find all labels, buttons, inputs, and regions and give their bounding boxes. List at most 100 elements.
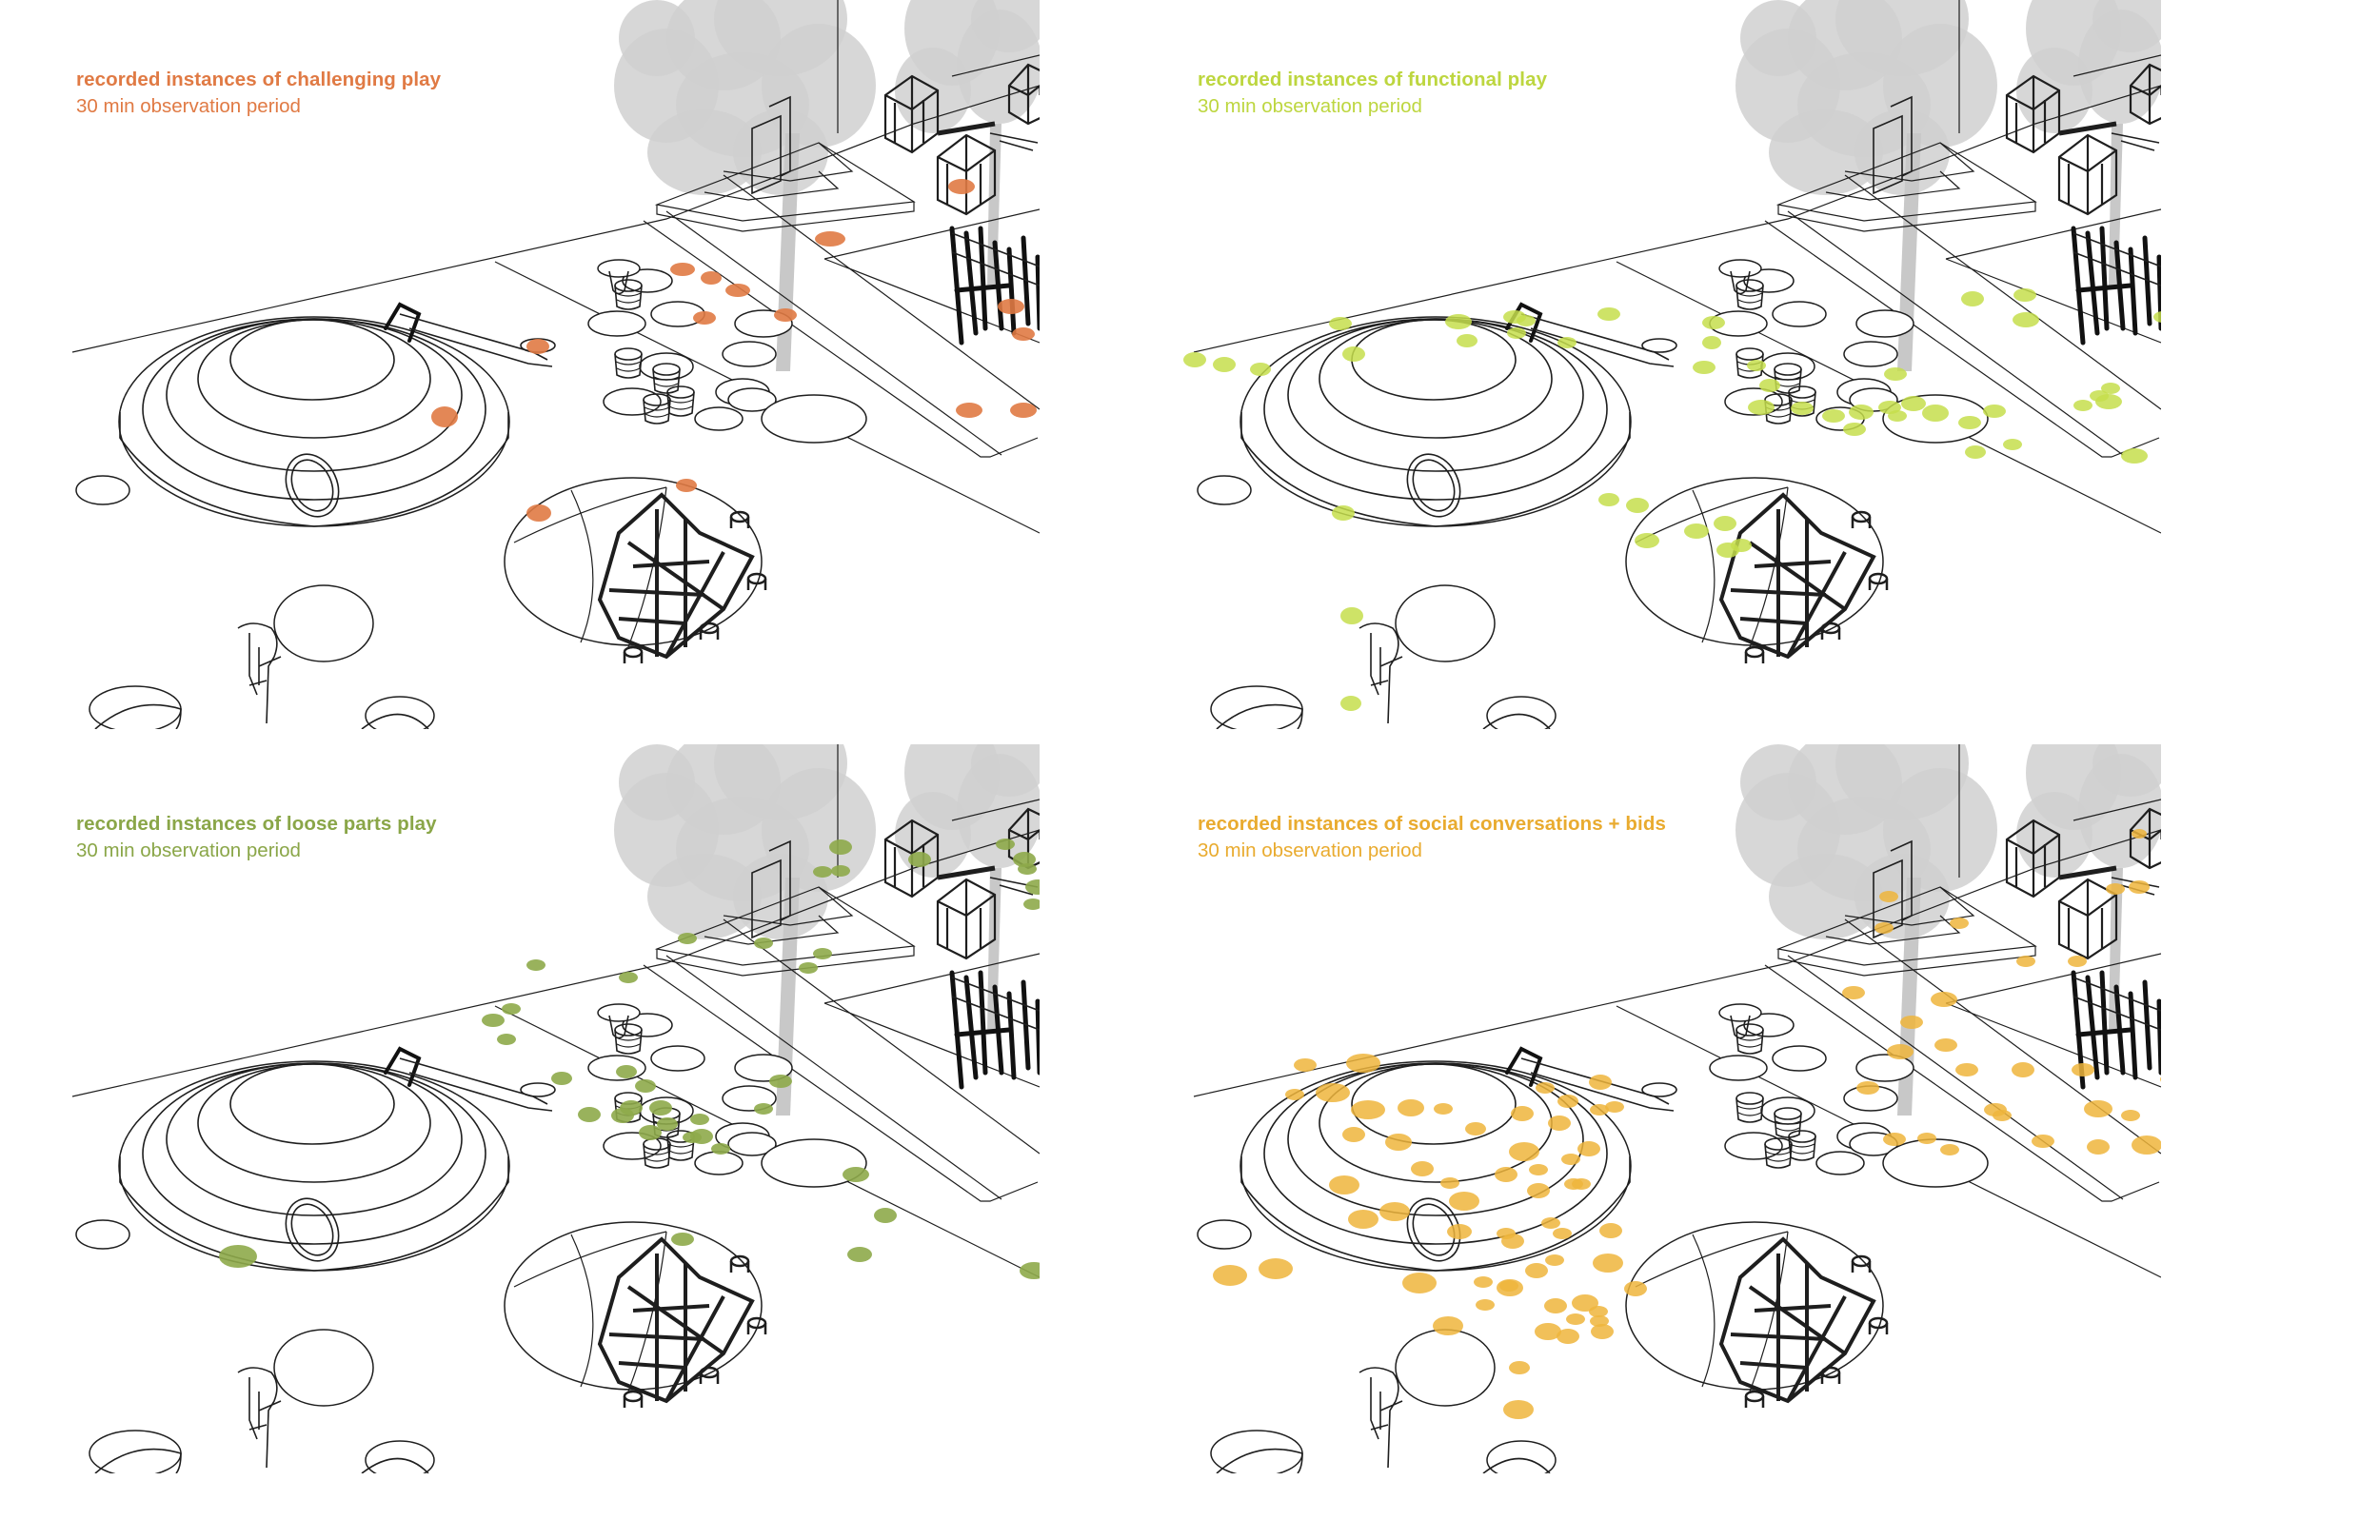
observation-dot — [1589, 1075, 1612, 1090]
tool-sculpture — [237, 622, 282, 724]
observation-dot — [2132, 1135, 2161, 1155]
observation-dot — [551, 1072, 572, 1085]
wall-panel — [1873, 839, 1913, 939]
panel-title: recorded instances of loose parts play — [76, 813, 437, 835]
site-drawing — [1193, 0, 2161, 729]
observation-dot — [1465, 1122, 1486, 1135]
observation-dot — [1548, 1116, 1571, 1131]
observation-dots-layer — [431, 179, 1037, 522]
stumps — [614, 279, 695, 424]
observation-dot — [1553, 1228, 1572, 1239]
observation-dot — [1544, 1298, 1567, 1313]
wall-panel — [751, 95, 791, 195]
observation-dot — [1593, 1254, 1623, 1273]
observation-dot — [683, 1132, 702, 1143]
tool-sculpture — [237, 1367, 282, 1469]
observation-dot — [711, 1143, 730, 1155]
observation-dot — [1597, 307, 1620, 321]
observation-dot — [1440, 1177, 1459, 1189]
observation-dot — [1874, 922, 1894, 934]
climbing-dome — [504, 1221, 767, 1408]
observation-dot — [2068, 956, 2087, 967]
observation-dot — [1536, 1082, 1555, 1094]
observation-dot — [1010, 403, 1037, 418]
climbing-dome — [504, 477, 767, 663]
observation-dot — [1599, 1223, 1622, 1238]
panel-challenging-play: recorded instances of challenging play 3… — [0, 0, 1040, 729]
panel-title: recorded instances of challenging play — [76, 69, 442, 90]
observation-dot — [1503, 1400, 1534, 1419]
observation-dot — [2013, 288, 2036, 302]
observation-dot — [2073, 400, 2092, 411]
play-huts — [2005, 63, 2161, 216]
observation-dot — [1702, 336, 1721, 349]
observation-dot — [2129, 880, 2150, 894]
observation-dot — [1329, 1175, 1359, 1194]
tool-sculpture — [1359, 622, 1403, 724]
observation-dot — [1316, 1083, 1350, 1102]
observation-dot — [1348, 1210, 1378, 1229]
observation-dot — [1684, 523, 1709, 539]
observation-dot — [774, 308, 797, 322]
play-huts — [883, 807, 1040, 960]
slide — [384, 1046, 556, 1112]
observation-dot — [1457, 334, 1478, 347]
observation-dot — [1495, 1167, 1517, 1182]
observation-dot — [1950, 918, 1969, 929]
observation-dot — [2121, 448, 2148, 464]
observation-dot — [635, 1079, 656, 1093]
observation-dot — [1842, 986, 1865, 999]
observation-dot — [843, 1167, 869, 1182]
observation-dot — [526, 504, 551, 522]
observation-dot — [1626, 498, 1649, 513]
observation-dots-layer — [1213, 829, 2161, 1419]
observation-dot — [813, 866, 832, 878]
observation-dot — [2153, 311, 2161, 323]
observation-dot — [1213, 1265, 1247, 1286]
observation-dot — [657, 1117, 678, 1131]
observation-dot — [1379, 1202, 1410, 1221]
observation-dot — [1509, 1361, 1530, 1374]
observation-dot — [1545, 1254, 1564, 1266]
observation-dot — [725, 284, 750, 297]
observation-dot — [1879, 891, 1898, 902]
observation-dot — [769, 1075, 792, 1088]
observation-dot — [1557, 1095, 1578, 1108]
panel-loose-parts-play: recorded instances of loose parts play 3… — [0, 744, 1040, 1473]
observation-dot — [2106, 883, 2125, 895]
wall-panel — [1873, 95, 1913, 195]
observation-dot — [1590, 1104, 1609, 1116]
panel-functional-play: recorded instances of functional play 30… — [1121, 0, 2161, 729]
observation-dot — [1759, 379, 1780, 392]
fence-posts — [949, 226, 1040, 346]
pedestal-stools — [597, 1003, 641, 1039]
site-drawing — [71, 0, 1040, 729]
observation-dot — [1447, 1224, 1472, 1239]
observation-dot — [1965, 445, 1986, 459]
observation-dot — [1449, 1192, 1479, 1211]
observation-dot — [829, 839, 852, 855]
observation-dot — [431, 406, 458, 427]
observation-dot — [2032, 1135, 2054, 1148]
observation-dot — [482, 1014, 505, 1027]
observation-dot — [619, 972, 638, 983]
observation-dot — [956, 403, 982, 418]
pedestal-stools — [597, 259, 641, 295]
observation-dot — [1213, 357, 1236, 372]
observation-dot — [1748, 400, 1775, 415]
observation-dot — [1535, 1323, 1561, 1340]
observation-dot — [676, 479, 697, 492]
observation-dot — [1434, 1103, 1453, 1115]
observation-dot — [678, 933, 697, 944]
observation-dot — [1499, 1280, 1518, 1292]
panel-subtitle: 30 min observation period — [76, 95, 301, 117]
observation-dot — [2013, 312, 2039, 327]
observation-dot — [526, 959, 545, 971]
observation-dot — [1922, 405, 1949, 422]
observation-dot — [671, 1233, 694, 1246]
observation-dot — [1993, 1110, 2012, 1121]
observation-dot — [1517, 315, 1536, 326]
observation-dot — [1497, 1228, 1516, 1239]
observation-dot — [1433, 1316, 1463, 1335]
observation-dot — [616, 1065, 637, 1078]
